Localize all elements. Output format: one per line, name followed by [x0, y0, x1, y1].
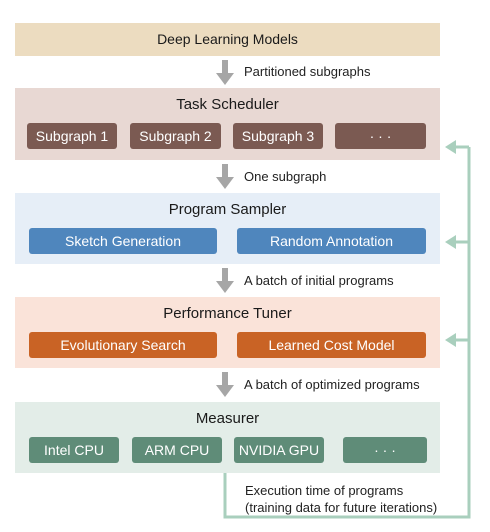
partitioned-subgraphs-label: Partitioned subgraphs — [244, 64, 371, 79]
subgraph-2-box: Subgraph 2 — [130, 123, 221, 149]
arrowhead-icon — [445, 235, 456, 249]
optimized-programs-label: A batch of optimized programs — [244, 377, 420, 392]
random-annotation-box: Random Annotation — [237, 228, 426, 254]
deep-learning-models-band: Deep Learning Models — [15, 23, 440, 56]
performance-tuner-band: Performance Tuner Evolutionary Search Le… — [15, 297, 440, 368]
measurer-band: Measurer Intel CPU ARM CPU NVIDIA GPU · … — [15, 402, 440, 473]
down-arrow-icon — [216, 372, 234, 397]
measurer-title: Measurer — [195, 410, 260, 427]
arrowhead-icon — [445, 140, 456, 154]
more-devices-box: · · · — [343, 437, 427, 463]
evolutionary-search-box: Evolutionary Search — [29, 332, 217, 358]
down-arrow-icon — [216, 164, 234, 189]
subgraph-1-box: Subgraph 1 — [27, 123, 117, 149]
performance-tuner-title: Performance Tuner — [163, 305, 292, 322]
task-scheduler-band: Task Scheduler Subgraph 1 Subgraph 2 Sub… — [15, 88, 440, 160]
sketch-generation-box: Sketch Generation — [29, 228, 217, 254]
program-sampler-title: Program Sampler — [168, 201, 287, 218]
down-arrow-icon — [216, 268, 234, 293]
execution-time-label: Execution time of programs — [245, 483, 404, 498]
subgraph-3-box: Subgraph 3 — [233, 123, 323, 149]
initial-programs-label: A batch of initial programs — [244, 273, 394, 288]
arrowhead-icon — [445, 333, 456, 347]
training-data-label: (training data for future iterations) — [245, 500, 438, 515]
intel-cpu-box: Intel CPU — [29, 437, 119, 463]
more-subgraphs-box: · · · — [335, 123, 426, 149]
arm-cpu-box: ARM CPU — [132, 437, 222, 463]
program-sampler-band: Program Sampler Sketch Generation Random… — [15, 193, 440, 264]
down-arrow-icon — [216, 60, 234, 85]
learned-cost-model-box: Learned Cost Model — [237, 332, 426, 358]
one-subgraph-label: One subgraph — [244, 169, 327, 184]
deep-learning-models-label: Deep Learning Models — [157, 31, 298, 47]
task-scheduler-title: Task Scheduler — [176, 96, 279, 113]
nvidia-gpu-box: NVIDIA GPU — [234, 437, 324, 463]
